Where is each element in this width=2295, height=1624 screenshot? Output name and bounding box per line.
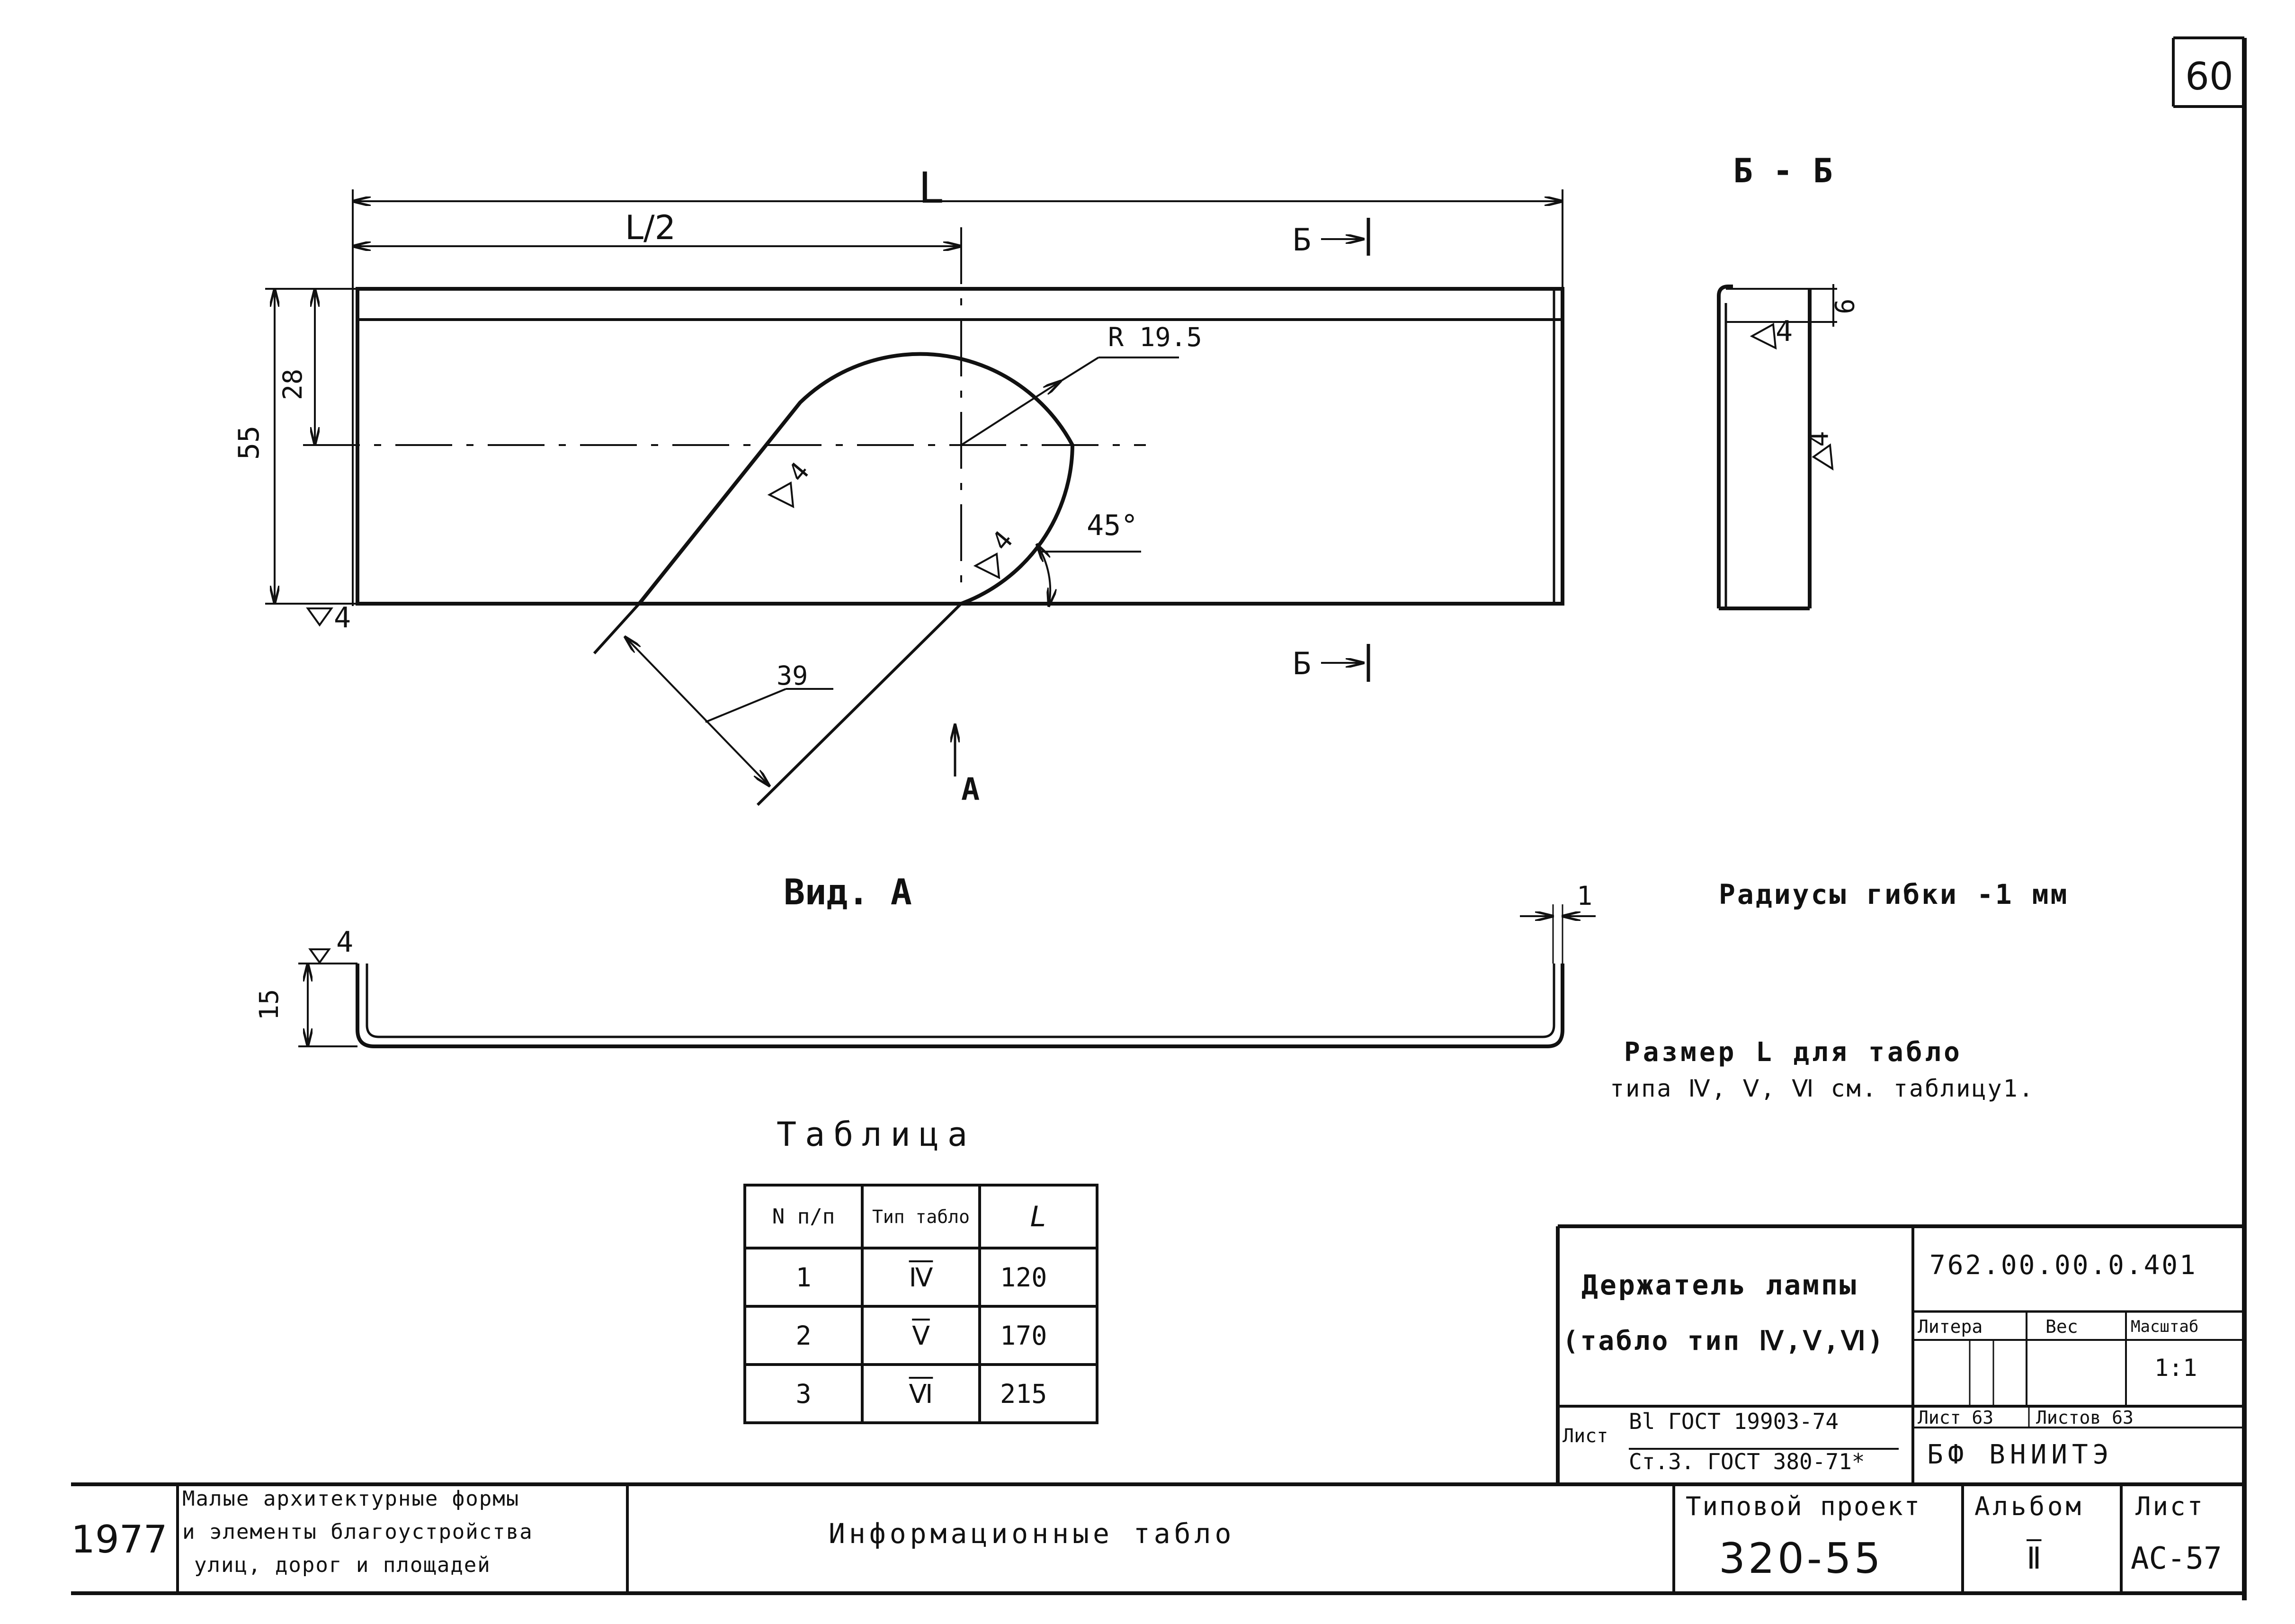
part-name-line2: (табло тип Ⅳ,Ⅴ,Ⅵ)	[1563, 1326, 1885, 1356]
table-cell: 2	[743, 1305, 864, 1366]
weld-mark-3: 4	[334, 601, 351, 634]
radius-label: R 19.5	[1108, 322, 1202, 352]
series-line1: Малые архитектурные формы	[182, 1487, 520, 1511]
bend-radius-note: Радиусы гибки -1 мм	[1719, 878, 2069, 910]
dim-height-center-label: 28	[277, 368, 308, 401]
section-title: Информационные табло	[829, 1517, 1235, 1550]
view-a-thickness: 1	[1577, 881, 1593, 911]
table-row: 3 Ⅵ 215	[743, 1363, 1098, 1424]
table-title: Таблица	[777, 1115, 976, 1154]
title-block-lines	[176, 1224, 2244, 1593]
view-a-weld-mark: 4	[336, 926, 354, 959]
material-line1: Bl ГОСТ 19903-74	[1629, 1409, 1839, 1434]
dim-half-label: L/2	[625, 208, 676, 247]
series-line2: и элементы благоустройства	[182, 1520, 533, 1544]
section-bb-thickness-mark: 4	[1804, 431, 1834, 447]
table-cell: Ⅵ	[861, 1363, 981, 1424]
section-bb-weld-mark: 4	[1776, 315, 1793, 348]
view-arrow-label: А	[961, 772, 980, 807]
table-header-cell: L	[978, 1184, 1098, 1249]
dim-height-total-label: 55	[232, 425, 266, 460]
col-litera: Литера	[1918, 1316, 1983, 1337]
section-mark-top: Б	[1293, 223, 1312, 258]
table-row: 2 Ⅴ 170	[743, 1305, 1098, 1366]
size-note-line2: типа Ⅳ, Ⅴ, Ⅵ см. таблицу1.	[1610, 1075, 2035, 1102]
table-cell: 170	[978, 1305, 1098, 1366]
section-bb-dim-top: 6	[1830, 298, 1860, 314]
view-a-title: Вид. А	[784, 871, 912, 913]
sheet-label-bottom: Лист	[2135, 1491, 2205, 1521]
size-note-line1: Размер L для табло	[1624, 1037, 1963, 1068]
table-header-cell: Тип табло	[861, 1184, 981, 1249]
table-cell: 3	[743, 1363, 864, 1424]
table-header-row: N п/п Тип табло L	[743, 1184, 1098, 1249]
table-cell: 215	[978, 1363, 1098, 1424]
album-label: Альбом	[1974, 1491, 2084, 1521]
series-line3: улиц, дорог и площадей	[194, 1553, 491, 1577]
type-table: N п/п Тип табло L 1 Ⅳ 120 2 Ⅴ 170 3 Ⅵ 21…	[743, 1184, 1098, 1424]
table-header-cell: N п/п	[743, 1184, 864, 1249]
slot-width-label: 39	[777, 660, 808, 691]
section-bb	[1717, 284, 1837, 610]
sheet-number-label: Лист 63	[1918, 1407, 1994, 1428]
project-label: Типовой проект	[1686, 1491, 1921, 1521]
table-cell: Ⅳ	[861, 1247, 981, 1308]
year: 1977	[71, 1517, 168, 1562]
section-mark-bottom: Б	[1293, 646, 1312, 682]
material-line2: Ст.3. ГОСТ 380-71*	[1629, 1449, 1865, 1474]
sheet-frame	[71, 36, 2247, 1600]
material-label: Лист	[1563, 1425, 1608, 1447]
table-row: 1 Ⅳ 120	[743, 1247, 1098, 1308]
sheets-total-label: Листов 63	[2036, 1407, 2134, 1428]
angle-label: 45°	[1087, 509, 1138, 542]
organization: БФ ВНИИТЭ	[1927, 1439, 2114, 1470]
scale-value: 1:1	[2154, 1354, 2197, 1382]
main-view	[265, 189, 1564, 806]
section-bb-title: Б - Б	[1733, 152, 1833, 190]
part-name-line1: Держатель лампы	[1581, 1269, 1858, 1301]
dim-total-label: L	[919, 163, 943, 213]
project-number: 320-55	[1719, 1534, 1884, 1583]
sheet-corner-number: 60	[2185, 54, 2233, 98]
table-cell: 1	[743, 1247, 864, 1308]
view-a	[298, 904, 1596, 1048]
album-value: Ⅱ	[2027, 1541, 2042, 1576]
col-scale: Масштаб	[2131, 1317, 2199, 1336]
col-weight: Вес	[2045, 1316, 2078, 1337]
table-cell: Ⅴ	[861, 1305, 981, 1366]
designation: 762.00.00.0.401	[1929, 1250, 2197, 1281]
table-cell: 120	[978, 1247, 1098, 1308]
view-a-dim-height: 15	[254, 989, 285, 1021]
sheet-value: АС-57	[2131, 1541, 2222, 1576]
